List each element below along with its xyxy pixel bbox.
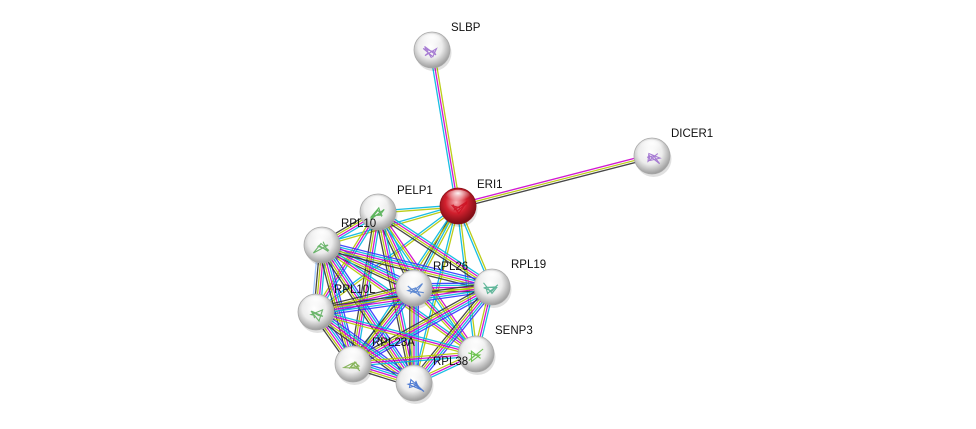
edge-evidence-experiments	[321, 244, 493, 288]
edge-evidence-neighborhood	[416, 289, 496, 387]
node-highlight	[401, 271, 427, 286]
node-highlight	[639, 139, 665, 154]
protein-structure-icon	[309, 308, 324, 323]
node-highlight	[463, 337, 489, 352]
edge-evidence-database	[316, 309, 477, 353]
edge-evidence-experiments	[378, 210, 493, 287]
node-label-rpl10l: RPL10L	[334, 284, 376, 296]
edge-evidence-database	[429, 50, 457, 207]
edge-evidence-textmining	[319, 245, 413, 385]
protein-structure-icon	[369, 206, 385, 220]
protein-structure-icon	[406, 283, 424, 297]
node-rpl26[interactable]: RPL26	[395, 261, 468, 309]
edge-evidence-experiments	[457, 153, 652, 205]
node-rpl19[interactable]: RPL19	[473, 259, 546, 308]
protein-structure-icon	[422, 46, 438, 59]
node-label-eri1: ERI1	[477, 179, 503, 191]
edge-evidence-textmining	[457, 155, 653, 207]
node-highlight	[445, 189, 471, 204]
edge-evidence-database	[316, 309, 416, 382]
edge-evidence-database	[415, 287, 495, 385]
edge-evidence-coexpression	[320, 248, 492, 292]
node-highlight	[340, 347, 366, 362]
edge-evidence-experiments	[431, 49, 459, 207]
edge-evidence-textmining	[315, 313, 476, 357]
node-rpl10l[interactable]: RPL10L	[297, 284, 376, 333]
protein-structure-icon	[312, 241, 330, 254]
edge-evidence-database	[379, 208, 495, 285]
edge-evidence-experiments	[353, 212, 380, 365]
edge-evidence-experiments	[413, 286, 493, 384]
edge-evidence-database	[317, 212, 381, 314]
edge-evidence-coexpression	[410, 283, 490, 381]
protein-structure-icon	[483, 282, 499, 295]
node-label-rpl10: RPL10	[341, 218, 376, 230]
edge-evidence-coexpression	[458, 157, 653, 209]
node-label-rpl23a: RPL23A	[372, 337, 415, 349]
node-label-rpl26: RPL26	[433, 261, 468, 273]
edge-evidence-textmining	[321, 246, 492, 290]
node-pelp1[interactable]: PELP1	[359, 185, 433, 233]
node-senp3[interactable]: SENP3	[457, 325, 533, 375]
edge-evidence-textmining	[411, 285, 491, 383]
node-label-pelp1: PELP1	[397, 185, 433, 197]
node-label-senp3: SENP3	[495, 325, 533, 337]
edge-evidence-textmining	[458, 205, 478, 354]
protein-structure-icon	[450, 201, 468, 215]
edge-evidence-experiments	[378, 211, 416, 383]
edge-evidence-database	[353, 355, 477, 367]
node-highlight	[365, 195, 391, 210]
node-highlight	[303, 295, 329, 310]
protein-structure-icon	[468, 348, 484, 363]
node-slbp[interactable]: SLBP	[413, 22, 481, 71]
edge-evidence-experiments	[315, 311, 477, 355]
node-rpl10[interactable]: RPL10	[303, 218, 376, 266]
edge-evidence-neighborhood	[322, 240, 494, 284]
node-rpl23a[interactable]: RPL23A	[334, 337, 415, 385]
edge-senp3-rpl23a[interactable]	[352, 351, 477, 367]
node-dicer1[interactable]: DICER1	[633, 128, 713, 177]
node-highlight	[419, 33, 445, 48]
node-label-rpl19: RPL19	[511, 259, 546, 271]
protein-structure-icon	[341, 361, 361, 372]
edge-rpl19-rpl38[interactable]	[410, 283, 496, 387]
protein-structure-icon	[646, 152, 662, 165]
edge-eri1-slbp[interactable]	[429, 49, 461, 207]
node-highlight	[401, 366, 427, 381]
edge-evidence-coexpression	[349, 211, 376, 364]
edge-evidence-database	[323, 243, 417, 383]
edge-evidence-textmining	[352, 351, 476, 363]
edge-evidence-coexpression	[350, 282, 491, 361]
edge-evidence-textmining	[377, 212, 492, 289]
edge-evidence-database	[322, 242, 493, 286]
edge-evidence-textmining	[376, 212, 414, 384]
node-label-rpl38: RPL38	[433, 356, 468, 368]
edge-eri1-dicer1[interactable]	[457, 153, 653, 209]
node-label-dicer1: DICER1	[671, 128, 713, 140]
node-highlight	[479, 270, 505, 285]
node-eri1[interactable]: ERI1	[439, 179, 503, 227]
edge-rpl10l-senp3[interactable]	[315, 309, 477, 357]
edge-rpl10-rpl19[interactable]	[320, 240, 494, 292]
edge-evidence-experiments	[315, 311, 415, 384]
node-rpl38[interactable]: RPL38	[395, 356, 468, 404]
edge-evidence-textmining	[433, 49, 461, 206]
protein-structure-icon	[406, 378, 425, 392]
edge-evidence-neighborhood	[318, 308, 417, 381]
node-label-slbp: SLBP	[451, 22, 481, 34]
node-highlight	[309, 228, 335, 243]
edge-evidence-experiments	[352, 353, 477, 365]
